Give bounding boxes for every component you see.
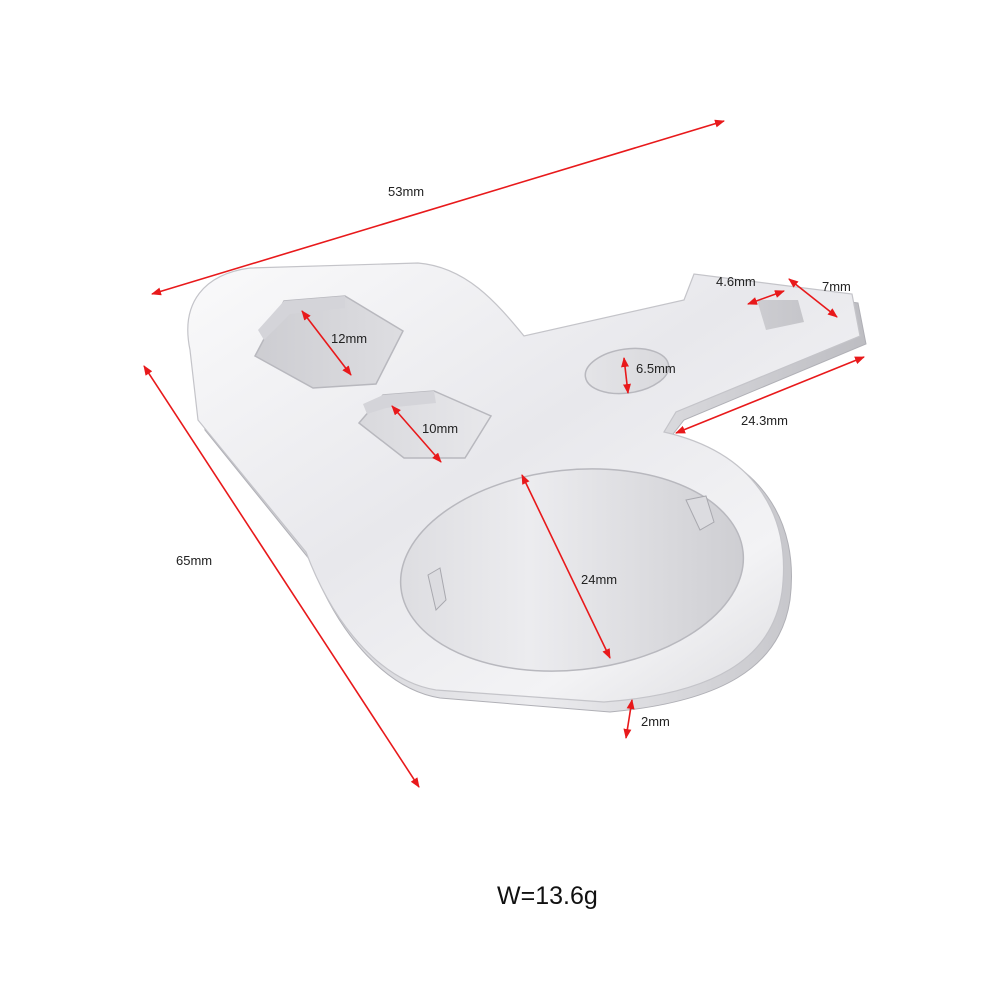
dim-line-6-5mm: [621, 357, 631, 394]
label-overall-height: 65mm: [176, 553, 213, 568]
dim-line-24mm: [521, 474, 611, 659]
retaining-tabs: [427, 495, 715, 611]
label-arm-length: 24.3mm: [741, 413, 788, 428]
dimension-lines: [143, 119, 865, 788]
dim-line-10mm: [391, 405, 442, 463]
label-slot-width: 4.6mm: [716, 274, 756, 289]
dim-line-53mm: [151, 119, 725, 296]
dim-line-65mm: [143, 365, 420, 788]
label-tab-width: 7mm: [822, 279, 851, 294]
wrench-plate: [187, 262, 861, 703]
dim-line-24-3mm: [675, 356, 865, 434]
label-small-hole: 6.5mm: [636, 361, 676, 376]
label-large-hole: 24mm: [581, 572, 618, 587]
label-hex-large: 12mm: [331, 331, 368, 346]
dim-line-12mm: [301, 310, 352, 376]
label-overall-width: 53mm: [388, 184, 425, 199]
dim-line-2mm: [623, 699, 635, 739]
label-hex-small: 10mm: [422, 421, 459, 436]
dim-line-4-6mm: [747, 290, 785, 305]
label-thickness: 2mm: [641, 714, 670, 729]
weight-label: W=13.6g: [497, 882, 598, 910]
dim-line-7mm: [788, 278, 838, 318]
